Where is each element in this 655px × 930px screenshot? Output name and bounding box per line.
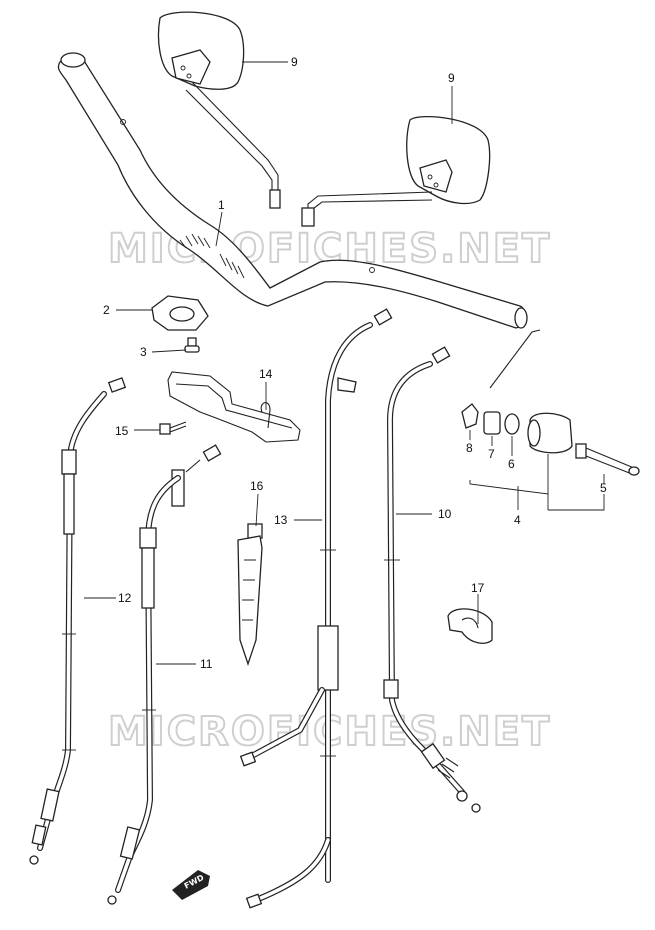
callout-10: 10	[438, 507, 452, 521]
callout-12: 12	[118, 591, 132, 605]
callout-13: 13	[274, 513, 288, 527]
cable-guide	[167, 371, 301, 443]
mirror-left	[157, 11, 281, 209]
cable-12	[29, 377, 127, 865]
callout-1: 1	[218, 198, 225, 212]
handlebar-clamp	[151, 295, 209, 331]
cable-13	[239, 308, 393, 909]
callout-6: 6	[508, 457, 515, 471]
cable-clip	[447, 608, 493, 644]
mirror-right	[301, 115, 491, 227]
callout-5: 5	[600, 481, 607, 495]
clamp-bolt	[184, 337, 200, 353]
bar-end-assembly	[461, 329, 640, 476]
callout-16: 16	[250, 479, 264, 493]
callout-17: 17	[471, 581, 485, 595]
fwd-badge: FWD	[172, 870, 210, 900]
callout-4: 4	[514, 513, 521, 527]
callout-3: 3	[140, 345, 147, 359]
leader-lines	[84, 61, 605, 665]
callout-2: 2	[103, 303, 110, 317]
callout-9-right: 9	[448, 71, 455, 85]
cable-tie	[237, 523, 263, 667]
callout-15: 15	[115, 424, 129, 438]
handlebar	[57, 52, 528, 329]
callout-14: 14	[259, 367, 273, 381]
callout-7: 7	[488, 447, 495, 461]
callout-11: 11	[200, 657, 213, 671]
callout-8: 8	[466, 441, 473, 455]
cable-10	[383, 346, 481, 813]
guide-bolt	[159, 421, 187, 435]
cable-11	[107, 444, 222, 905]
callout-9-left: 9	[291, 55, 298, 69]
